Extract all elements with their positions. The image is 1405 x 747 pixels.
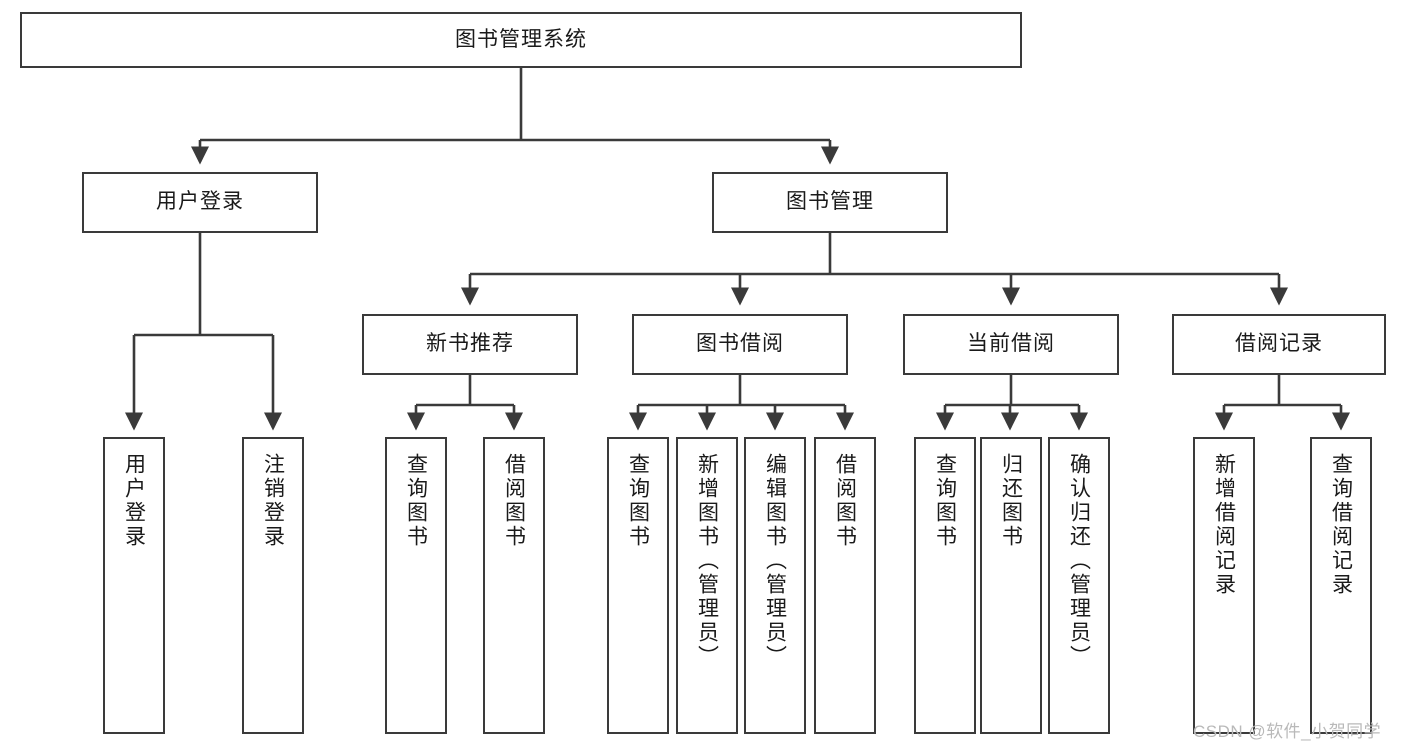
node-label: 用户登录	[156, 190, 244, 214]
node-label: 图书借阅	[696, 332, 784, 356]
node-user-login[interactable]: 用户登录	[82, 172, 318, 233]
node-label: 当前借阅	[967, 332, 1055, 356]
node-leaf-borrow-book-2[interactable]: 借阅图书	[814, 437, 876, 734]
node-label: 新增借阅记录	[1212, 453, 1236, 597]
node-label: 查询图书	[626, 453, 650, 549]
node-borrow-record[interactable]: 借阅记录	[1172, 314, 1386, 375]
node-book-management[interactable]: 图书管理	[712, 172, 948, 233]
node-label: 查询借阅记录	[1329, 453, 1353, 597]
node-label: 归还图书	[999, 453, 1023, 549]
node-label: 编辑图书（管理员）	[763, 453, 787, 669]
node-leaf-edit-book-admin[interactable]: 编辑图书（管理员）	[744, 437, 806, 734]
node-leaf-query-book-3[interactable]: 查询图书	[914, 437, 976, 734]
node-leaf-logout-login[interactable]: 注销登录	[242, 437, 304, 734]
node-new-book-recommend[interactable]: 新书推荐	[362, 314, 578, 375]
node-label: 图书管理系统	[455, 27, 587, 51]
node-label: 查询图书	[933, 453, 957, 549]
node-label: 用户登录	[122, 453, 146, 549]
node-leaf-borrow-book-1[interactable]: 借阅图书	[483, 437, 545, 734]
node-label: 新书推荐	[426, 332, 514, 356]
node-leaf-query-book-1[interactable]: 查询图书	[385, 437, 447, 734]
node-leaf-query-book-2[interactable]: 查询图书	[607, 437, 669, 734]
node-leaf-add-borrow-record[interactable]: 新增借阅记录	[1193, 437, 1255, 734]
node-current-borrow[interactable]: 当前借阅	[903, 314, 1119, 375]
node-leaf-query-borrow-record[interactable]: 查询借阅记录	[1310, 437, 1372, 734]
node-label: 注销登录	[261, 453, 285, 549]
node-book-borrow[interactable]: 图书借阅	[632, 314, 848, 375]
node-root-system[interactable]: 图书管理系统	[20, 12, 1022, 68]
node-leaf-return-book[interactable]: 归还图书	[980, 437, 1042, 734]
node-leaf-confirm-return-admin[interactable]: 确认归还（管理员）	[1048, 437, 1110, 734]
node-leaf-add-book-admin[interactable]: 新增图书（管理员）	[676, 437, 738, 734]
node-label: 确认归还（管理员）	[1067, 453, 1091, 669]
node-label: 查询图书	[404, 453, 428, 549]
node-label: 借阅图书	[502, 453, 526, 549]
node-label: 借阅记录	[1235, 332, 1323, 356]
node-label: 借阅图书	[833, 453, 857, 549]
node-leaf-user-login[interactable]: 用户登录	[103, 437, 165, 734]
node-label: 新增图书（管理员）	[695, 453, 719, 669]
node-label: 图书管理	[786, 190, 874, 214]
